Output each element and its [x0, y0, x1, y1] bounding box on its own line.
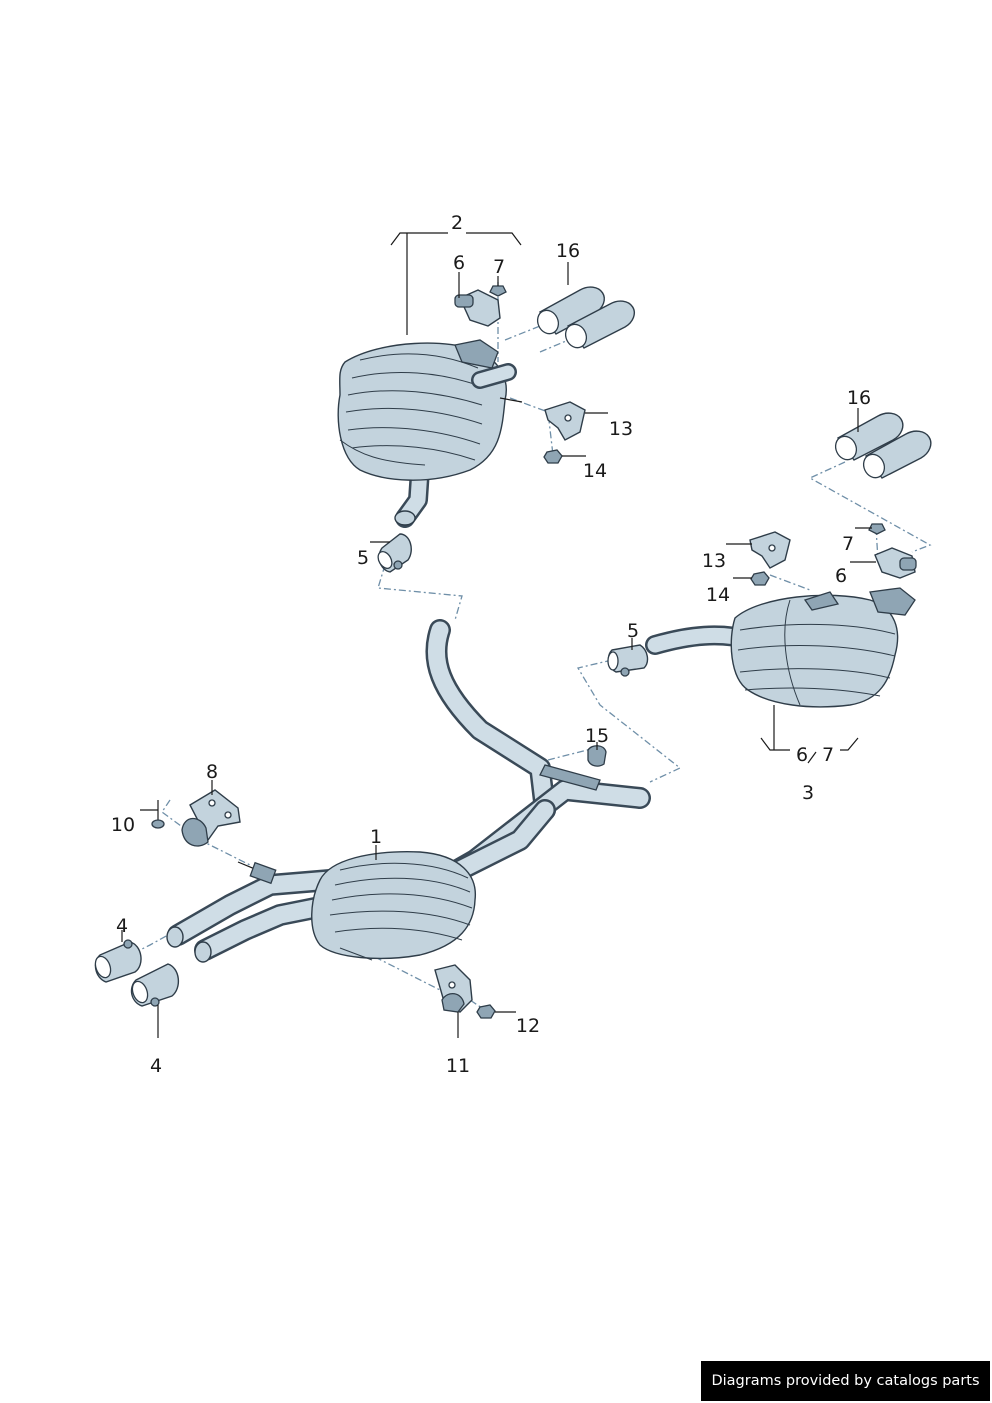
credit-text: Diagrams provided by catalogs parts — [711, 1373, 980, 1389]
callout-10: 10 — [111, 814, 135, 836]
callout-12: 12 — [516, 1015, 540, 1037]
nut-12 — [476, 1004, 496, 1019]
callout-2: 2 — [451, 212, 463, 234]
callout-13-left: 13 — [609, 418, 633, 440]
callout-7-group3: 7 — [822, 744, 834, 766]
callout-4-lower: 4 — [150, 1055, 162, 1077]
callout-6-right: 6 — [835, 565, 847, 587]
callout-6-group3: 6 — [796, 744, 808, 766]
nut-right-7 — [868, 523, 886, 535]
bracket-left-13 — [544, 401, 586, 441]
nut-left-14 — [543, 449, 563, 464]
nut-right-14 — [750, 571, 770, 586]
clamp-4-lower — [130, 963, 179, 1007]
callout-7-right: 7 — [842, 533, 854, 555]
tailpipe-tips-right — [834, 412, 932, 479]
callout-1: 1 — [370, 826, 382, 848]
callout-6-left: 6 — [453, 252, 465, 274]
bracket-8 — [181, 789, 241, 847]
callout-7-left: 7 — [493, 256, 505, 278]
front-pipe-assembly — [166, 619, 651, 963]
callout-5-left: 5 — [357, 547, 369, 569]
callout-4-upper: 4 — [116, 915, 128, 937]
callout-labels: 1 2 3 4 4 5 5 6 6 6 7 7 7 8 10 11 12 13 … — [111, 212, 871, 1077]
callout-5-right: 5 — [627, 620, 639, 642]
callout-11: 11 — [446, 1055, 470, 1077]
credit-banner: Diagrams provided by catalogs parts — [701, 1361, 990, 1401]
callout-8: 8 — [206, 761, 218, 783]
bracket-right-13 — [749, 531, 791, 569]
rear-muffler-left — [337, 339, 523, 528]
callout-16-left: 16 — [556, 240, 580, 262]
callout-15: 15 — [585, 725, 609, 747]
right-valve-actuator — [874, 547, 917, 579]
callout-14-left: 14 — [583, 460, 607, 482]
callout-16-right: 16 — [847, 387, 871, 409]
rubber-mount-15 — [587, 745, 607, 767]
callout-13-right: 13 — [702, 550, 726, 572]
callout-3: 3 — [802, 782, 814, 804]
left-valve-actuator — [454, 289, 501, 327]
nut-left-7 — [489, 285, 507, 297]
callout-14-right: 14 — [706, 584, 730, 606]
tailpipe-tips-left — [536, 286, 635, 349]
bolt-10 — [151, 800, 165, 829]
clamp-right-5 — [607, 644, 649, 677]
bracket-11 — [434, 964, 473, 1013]
rear-muffler-right — [645, 587, 916, 708]
clamp-left-5 — [377, 533, 412, 573]
leader-lines — [121, 232, 876, 1038]
clamp-4-upper — [94, 939, 142, 983]
